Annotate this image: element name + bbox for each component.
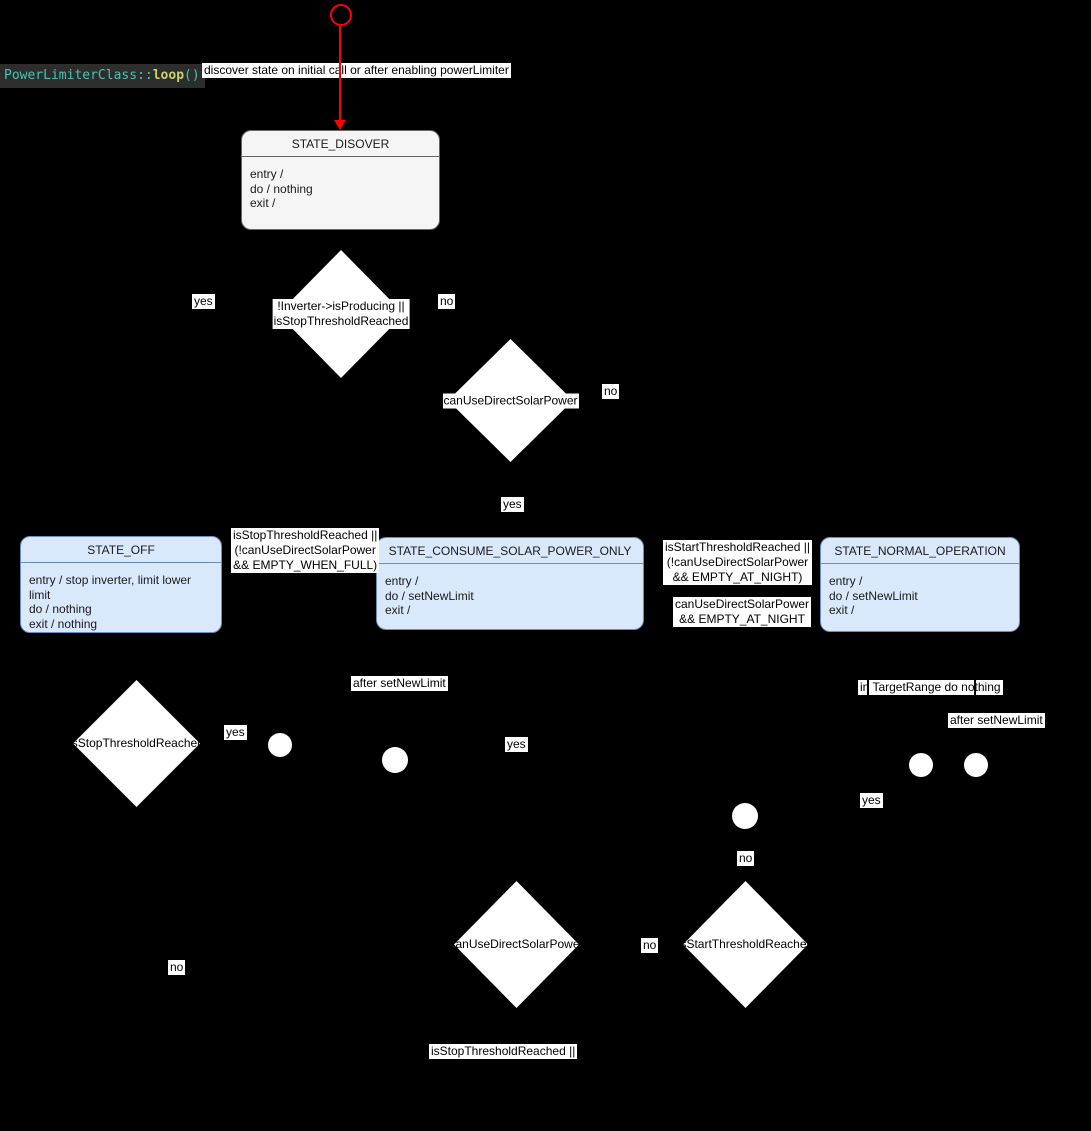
state-body: entry / do / setNewLimit exit / bbox=[377, 564, 643, 618]
edge-label-after-set-new-limit: after setNewLimit bbox=[948, 713, 1045, 728]
edge-label-in-target-range: in TargetRange do nothing bbox=[858, 680, 1003, 695]
decision-label: canUseDirectSolarPower bbox=[442, 393, 579, 408]
decision-label: isStopThresholdReached bbox=[69, 736, 204, 750]
edge-label-guard-to-normal: isStartThresholdReached || (!canUseDirec… bbox=[663, 540, 812, 585]
edge-label-no: no bbox=[641, 938, 659, 953]
edge-label-discover: discover state on initial call or after … bbox=[202, 63, 511, 78]
junction-node[interactable] bbox=[382, 747, 408, 773]
edge-label-no: no bbox=[168, 960, 186, 975]
state-entry-line: entry / bbox=[829, 574, 863, 588]
state-box-off[interactable]: STATE_OFF entry / stop inverter, limit l… bbox=[20, 536, 222, 633]
state-do-line: do / setNewLimit bbox=[385, 588, 474, 603]
arrow-stroke bbox=[974, 677, 976, 697]
edge-label-after-set-new-limit: after setNewLimit bbox=[351, 676, 448, 691]
decision-is-stop-threshold-reached[interactable]: isStopThresholdReached bbox=[73, 680, 200, 807]
decision-is-start-threshold-reached[interactable]: isStartThresholdReached bbox=[683, 881, 808, 1008]
state-body: entry / do / setNewLimit exit / bbox=[821, 564, 1019, 618]
junction-node[interactable] bbox=[268, 733, 292, 757]
state-do-line: do / setNewLimit bbox=[829, 588, 918, 603]
initial-transition-arrowhead bbox=[334, 120, 346, 130]
diamond-shape: isStartThresholdReached bbox=[683, 881, 808, 1008]
edge-label-yes: yes bbox=[192, 294, 215, 309]
state-title: STATE_DISOVER bbox=[242, 131, 439, 157]
edge-label-no: no bbox=[602, 384, 620, 399]
state-entry-line: entry / bbox=[385, 574, 419, 588]
decision-label: canUseDirectSolarPower bbox=[449, 937, 584, 951]
edge-label-no: no bbox=[438, 294, 456, 309]
state-entry-line: entry / bbox=[250, 167, 284, 181]
state-exit-line: exit / bbox=[385, 603, 411, 617]
state-title: STATE_CONSUME_SOLAR_POWER_ONLY bbox=[377, 538, 643, 564]
junction-node[interactable] bbox=[964, 753, 988, 777]
diamond-shape: isStopThresholdReached bbox=[73, 680, 200, 807]
state-box-consume-solar-power-only[interactable]: STATE_CONSUME_SOLAR_POWER_ONLY entry / d… bbox=[376, 537, 644, 630]
scope-separator-text: :: bbox=[137, 68, 153, 83]
state-exit-line: exit / bbox=[250, 196, 276, 210]
parens-text: () bbox=[184, 68, 200, 83]
decision-label: isStartThresholdReached bbox=[677, 937, 814, 951]
edge-label-partial-guard: isStopThresholdReached || bbox=[429, 1044, 578, 1059]
edge-label-yes: yes bbox=[224, 725, 247, 740]
class-name-text: PowerLimiterClass bbox=[4, 68, 138, 83]
diamond-shape: canUseDirectSolarPower bbox=[454, 881, 579, 1008]
state-do-line: do / nothing bbox=[250, 181, 313, 196]
decision-label: !Inverter->isProducing || isStopThreshol… bbox=[272, 299, 410, 329]
method-name-text: loop bbox=[152, 68, 185, 83]
edge-label-guard-to-solar: canUseDirectSolarPower && EMPTY_AT_NIGHT bbox=[673, 597, 812, 627]
edge-label-no: no bbox=[737, 851, 755, 866]
junction-node[interactable] bbox=[732, 803, 758, 829]
edge-label-yes: yes bbox=[860, 793, 883, 808]
edge-label-yes: yes bbox=[505, 737, 528, 752]
state-title: STATE_NORMAL_OPERATION bbox=[821, 538, 1019, 564]
state-box-normal-operation[interactable]: STATE_NORMAL_OPERATION entry / do / setN… bbox=[820, 537, 1020, 632]
decision-can-use-direct-solar-power-lower[interactable]: canUseDirectSolarPower bbox=[454, 881, 579, 1008]
initial-state-node[interactable] bbox=[330, 4, 352, 26]
state-entry-line: entry / stop inverter, limit lower limit bbox=[29, 573, 192, 602]
function-context-label: PowerLimiterClass::loop() bbox=[0, 64, 205, 88]
junction-node[interactable] bbox=[909, 753, 933, 777]
arrow-stroke bbox=[867, 677, 869, 697]
state-exit-line: exit / nothing bbox=[29, 616, 98, 631]
decision-producing-or-stop-threshold[interactable]: !Inverter->isProducing || isStopThreshol… bbox=[272, 250, 410, 378]
state-exit-line: exit / bbox=[829, 603, 855, 617]
edge-label-guard-to-off: isStopThresholdReached || (!canUseDirect… bbox=[231, 528, 380, 573]
state-title: STATE_OFF bbox=[21, 537, 221, 563]
state-do-line: do / nothing bbox=[29, 602, 92, 616]
decision-can-use-direct-solar-power-upper[interactable]: canUseDirectSolarPower bbox=[442, 339, 579, 462]
state-body: entry / stop inverter, limit lower limit… bbox=[21, 563, 221, 631]
state-body: entry / do / nothing exit / bbox=[242, 157, 439, 211]
initial-transition-line bbox=[339, 26, 341, 121]
state-box-discover[interactable]: STATE_DISOVER entry / do / nothing exit … bbox=[241, 130, 440, 230]
edge-label-yes: yes bbox=[501, 497, 524, 512]
